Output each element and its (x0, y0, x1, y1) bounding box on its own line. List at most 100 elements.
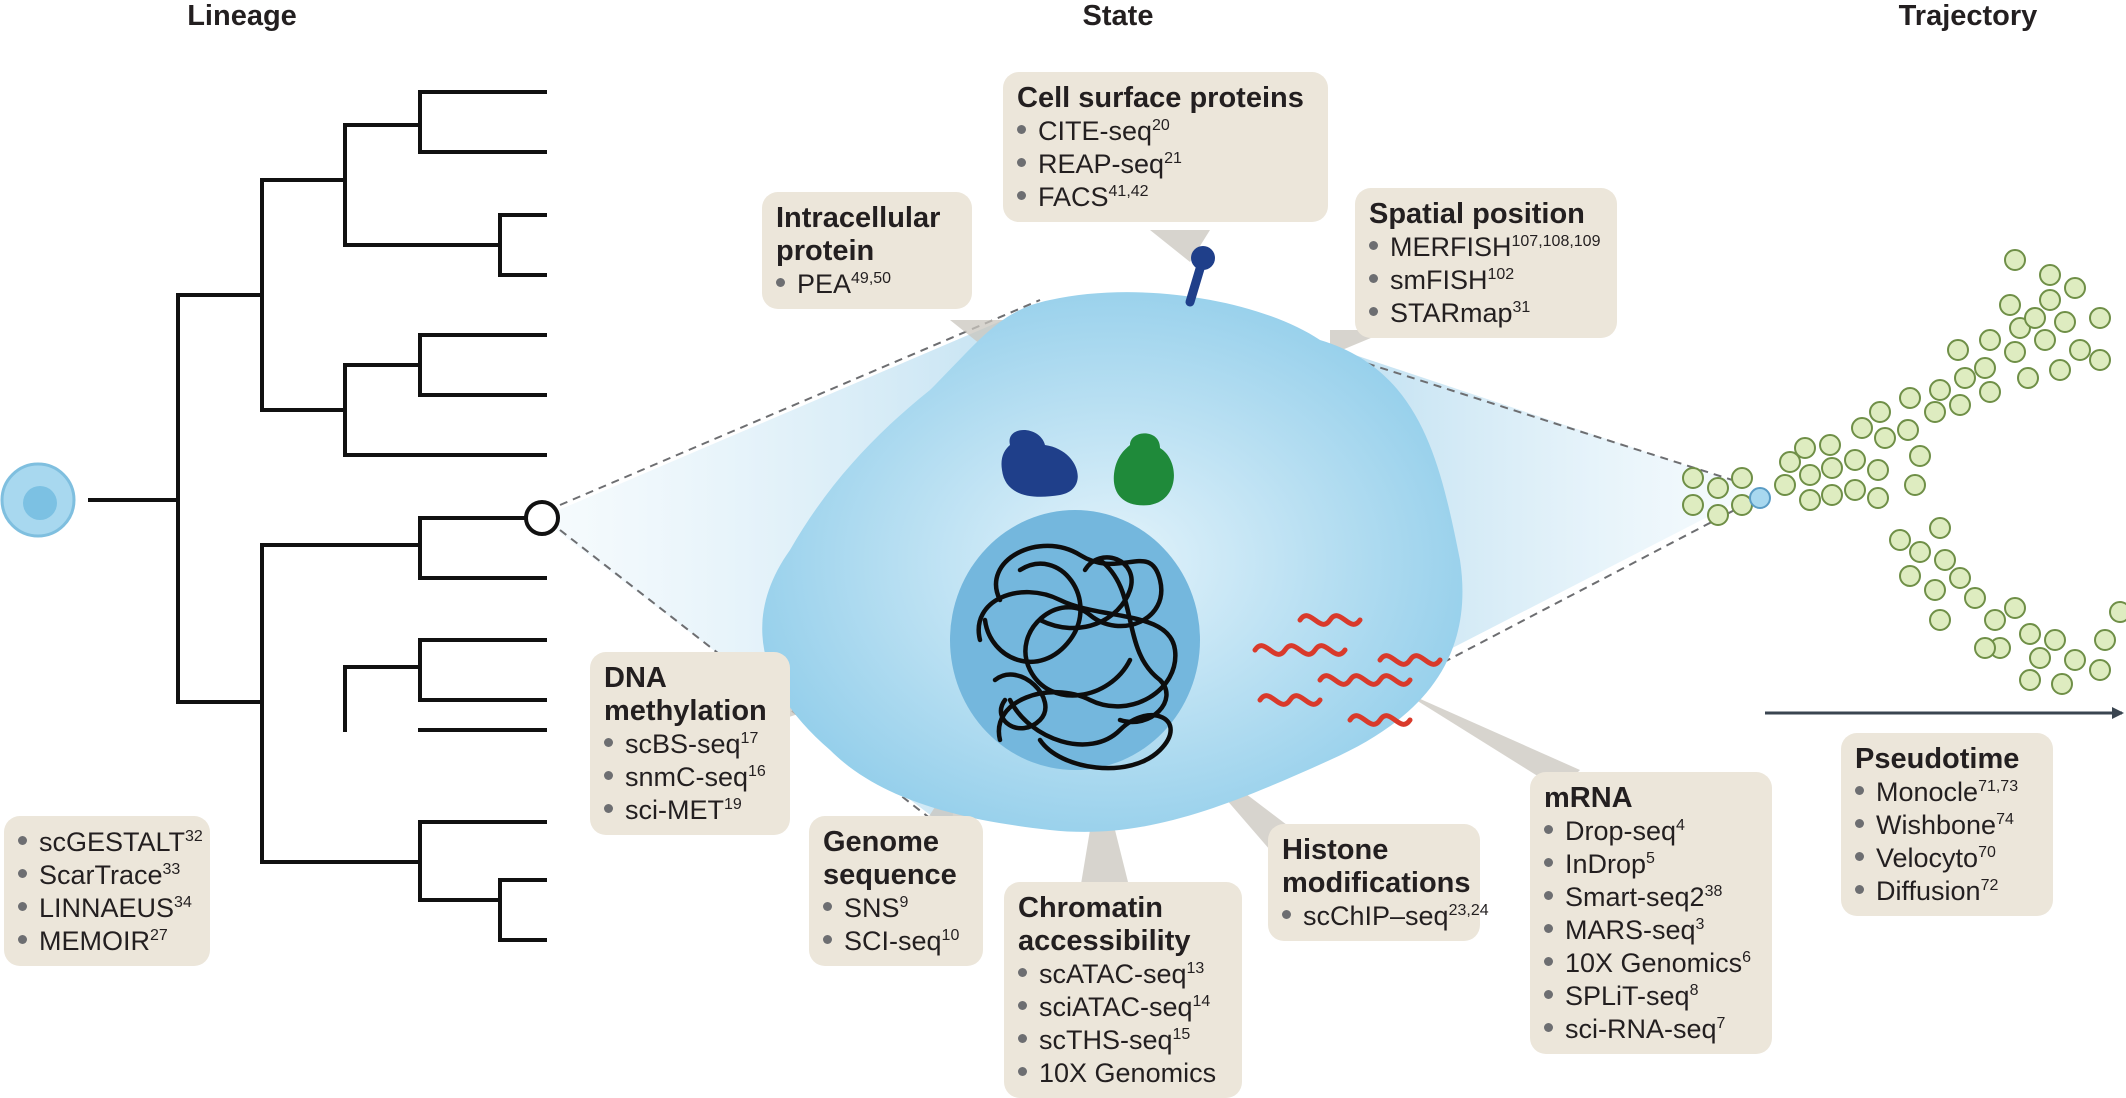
method-item: scChIP–seq23,24 (1282, 900, 1489, 933)
method-item: InDrop5 (1544, 848, 1758, 881)
trajectory-cell-dot (2004, 249, 2026, 271)
trajectory-cell-dot (2089, 659, 2111, 681)
header-lineage: Lineage (187, 0, 297, 32)
trajectory-cell-dot (1979, 381, 2001, 403)
trajectory-cell-dot (1707, 477, 1729, 499)
method-ref: 107,108,109 (1511, 233, 1601, 250)
method-ref: 31 (1512, 299, 1531, 316)
method-item: sci-MET19 (604, 794, 776, 827)
box-title: mRNA (1544, 782, 1633, 814)
trajectory-cell-dot (1874, 427, 1896, 449)
method-label: Wishbone (1876, 810, 1997, 840)
method-ref: 20 (1152, 117, 1170, 134)
lineage-tree (88, 90, 547, 942)
trajectory-cell-dot (2089, 307, 2111, 329)
method-item: ScarTrace33 (18, 859, 196, 892)
method-item: STARmap31 (1369, 297, 1603, 330)
header-state: State (1082, 0, 1154, 32)
trajectory-cell-dot (1909, 541, 1931, 563)
method-ref: 10 (941, 927, 960, 944)
method-item: scBS-seq17 (604, 728, 776, 761)
method-item: MEMOIR27 (18, 925, 196, 958)
trajectory-cell-dot (1947, 339, 1969, 361)
trajectory-cell-dot (1899, 387, 1921, 409)
trajectory-cell-dot (2019, 623, 2041, 645)
method-item: FACS41,42 (1017, 181, 1314, 214)
method-label: STARmap (1390, 298, 1513, 328)
trajectory-cell-dot (1949, 394, 1971, 416)
trajectory-cell-dot (2089, 349, 2111, 371)
method-label: PEA (797, 269, 852, 299)
box-title: Chromatin accessibility (1018, 892, 1191, 957)
method-ref: 49,50 (851, 270, 892, 287)
method-item: SPLiT-seq8 (1544, 980, 1758, 1013)
box-title: Genome sequence (823, 826, 957, 891)
trajectory-cell-dot (1924, 401, 1946, 423)
trajectory-cell-dot (1799, 489, 1821, 511)
trajectory-cell-dot (1821, 484, 1843, 506)
highlighted-cell-circle (524, 500, 560, 536)
method-ref: 32 (185, 828, 203, 845)
method-label: SCI-seq (844, 926, 942, 956)
box-title: Spatial position (1369, 198, 1585, 230)
trajectory-cell-dot (1867, 487, 1889, 509)
method-ref: 70 (1978, 844, 1996, 861)
trajectory-cell-dot (1707, 504, 1729, 526)
trajectory-cell-dot (1682, 494, 1704, 516)
trajectory-cell-dot (2049, 359, 2071, 381)
method-ref: 72 (1980, 877, 1999, 894)
method-ref: 74 (1996, 811, 2014, 828)
trajectory-cell-dot (1867, 459, 1889, 481)
trajectory-cell-dot (1844, 479, 1866, 501)
trajectory-cell-dot (1964, 587, 1986, 609)
box-title: Intracellular protein (776, 202, 941, 267)
method-item: CITE-seq20 (1017, 115, 1314, 148)
method-label: InDrop (1565, 849, 1647, 879)
method-ref: 102 (1487, 266, 1515, 283)
trajectory-cell-dot (2029, 647, 2051, 669)
trajectory-cell-dot (2024, 307, 2046, 329)
method-item: sci-RNA-seq7 (1544, 1013, 1758, 1046)
method-label: 10X Genomics (1565, 948, 1743, 978)
header-trajectory: Trajectory (1898, 0, 2038, 32)
method-ref: 38 (1704, 883, 1723, 900)
method-label: FACS (1038, 182, 1109, 212)
mrna-strands (1252, 613, 1443, 727)
box-title: Histone modifications (1282, 834, 1471, 899)
trajectory-dots (1682, 249, 2126, 695)
method-item: PEA49,50 (776, 268, 958, 301)
method-ref: 23,24 (1448, 902, 1489, 919)
trajectory-cell-dot (2009, 317, 2031, 339)
trajectory-cell-dot (1909, 445, 1931, 467)
trajectory-cell-dot (1821, 457, 1843, 479)
method-label: scChIP–seq (1303, 901, 1449, 931)
trajectory-cell-dot (2054, 311, 2076, 333)
method-item: scGESTALT32 (18, 826, 203, 859)
method-item: scATAC-seq13 (1018, 958, 1228, 991)
trajectory-cell-dot (1779, 451, 1801, 473)
cone-line-top-left (559, 299, 1041, 506)
cone-line-bottom-right (1399, 502, 1749, 686)
method-label: MERFISH (1390, 232, 1512, 262)
method-item: Diffusion72 (1855, 875, 2039, 908)
trajectory-cell-dot (2004, 341, 2026, 363)
method-item: SCI-seq10 (823, 925, 969, 958)
method-label: REAP-seq (1038, 149, 1165, 179)
trajectory-cell-dot (1974, 637, 1996, 659)
method-item: MERFISH107,108,109 (1369, 231, 1603, 264)
method-item: Monocle71,73 (1855, 776, 2039, 809)
method-ref: 6 (1742, 949, 1751, 966)
trajectory-start-cell (1749, 487, 1771, 509)
trajectory-cell-dot (1869, 401, 1891, 423)
method-ref: 19 (723, 796, 742, 813)
trajectory-cell-dot (2019, 669, 2041, 691)
method-label: scBS-seq (625, 729, 741, 759)
method-ref: 41,42 (1108, 183, 1149, 200)
trajectory-cell-dot (1774, 474, 1796, 496)
method-label: Diffusion (1876, 876, 1981, 906)
